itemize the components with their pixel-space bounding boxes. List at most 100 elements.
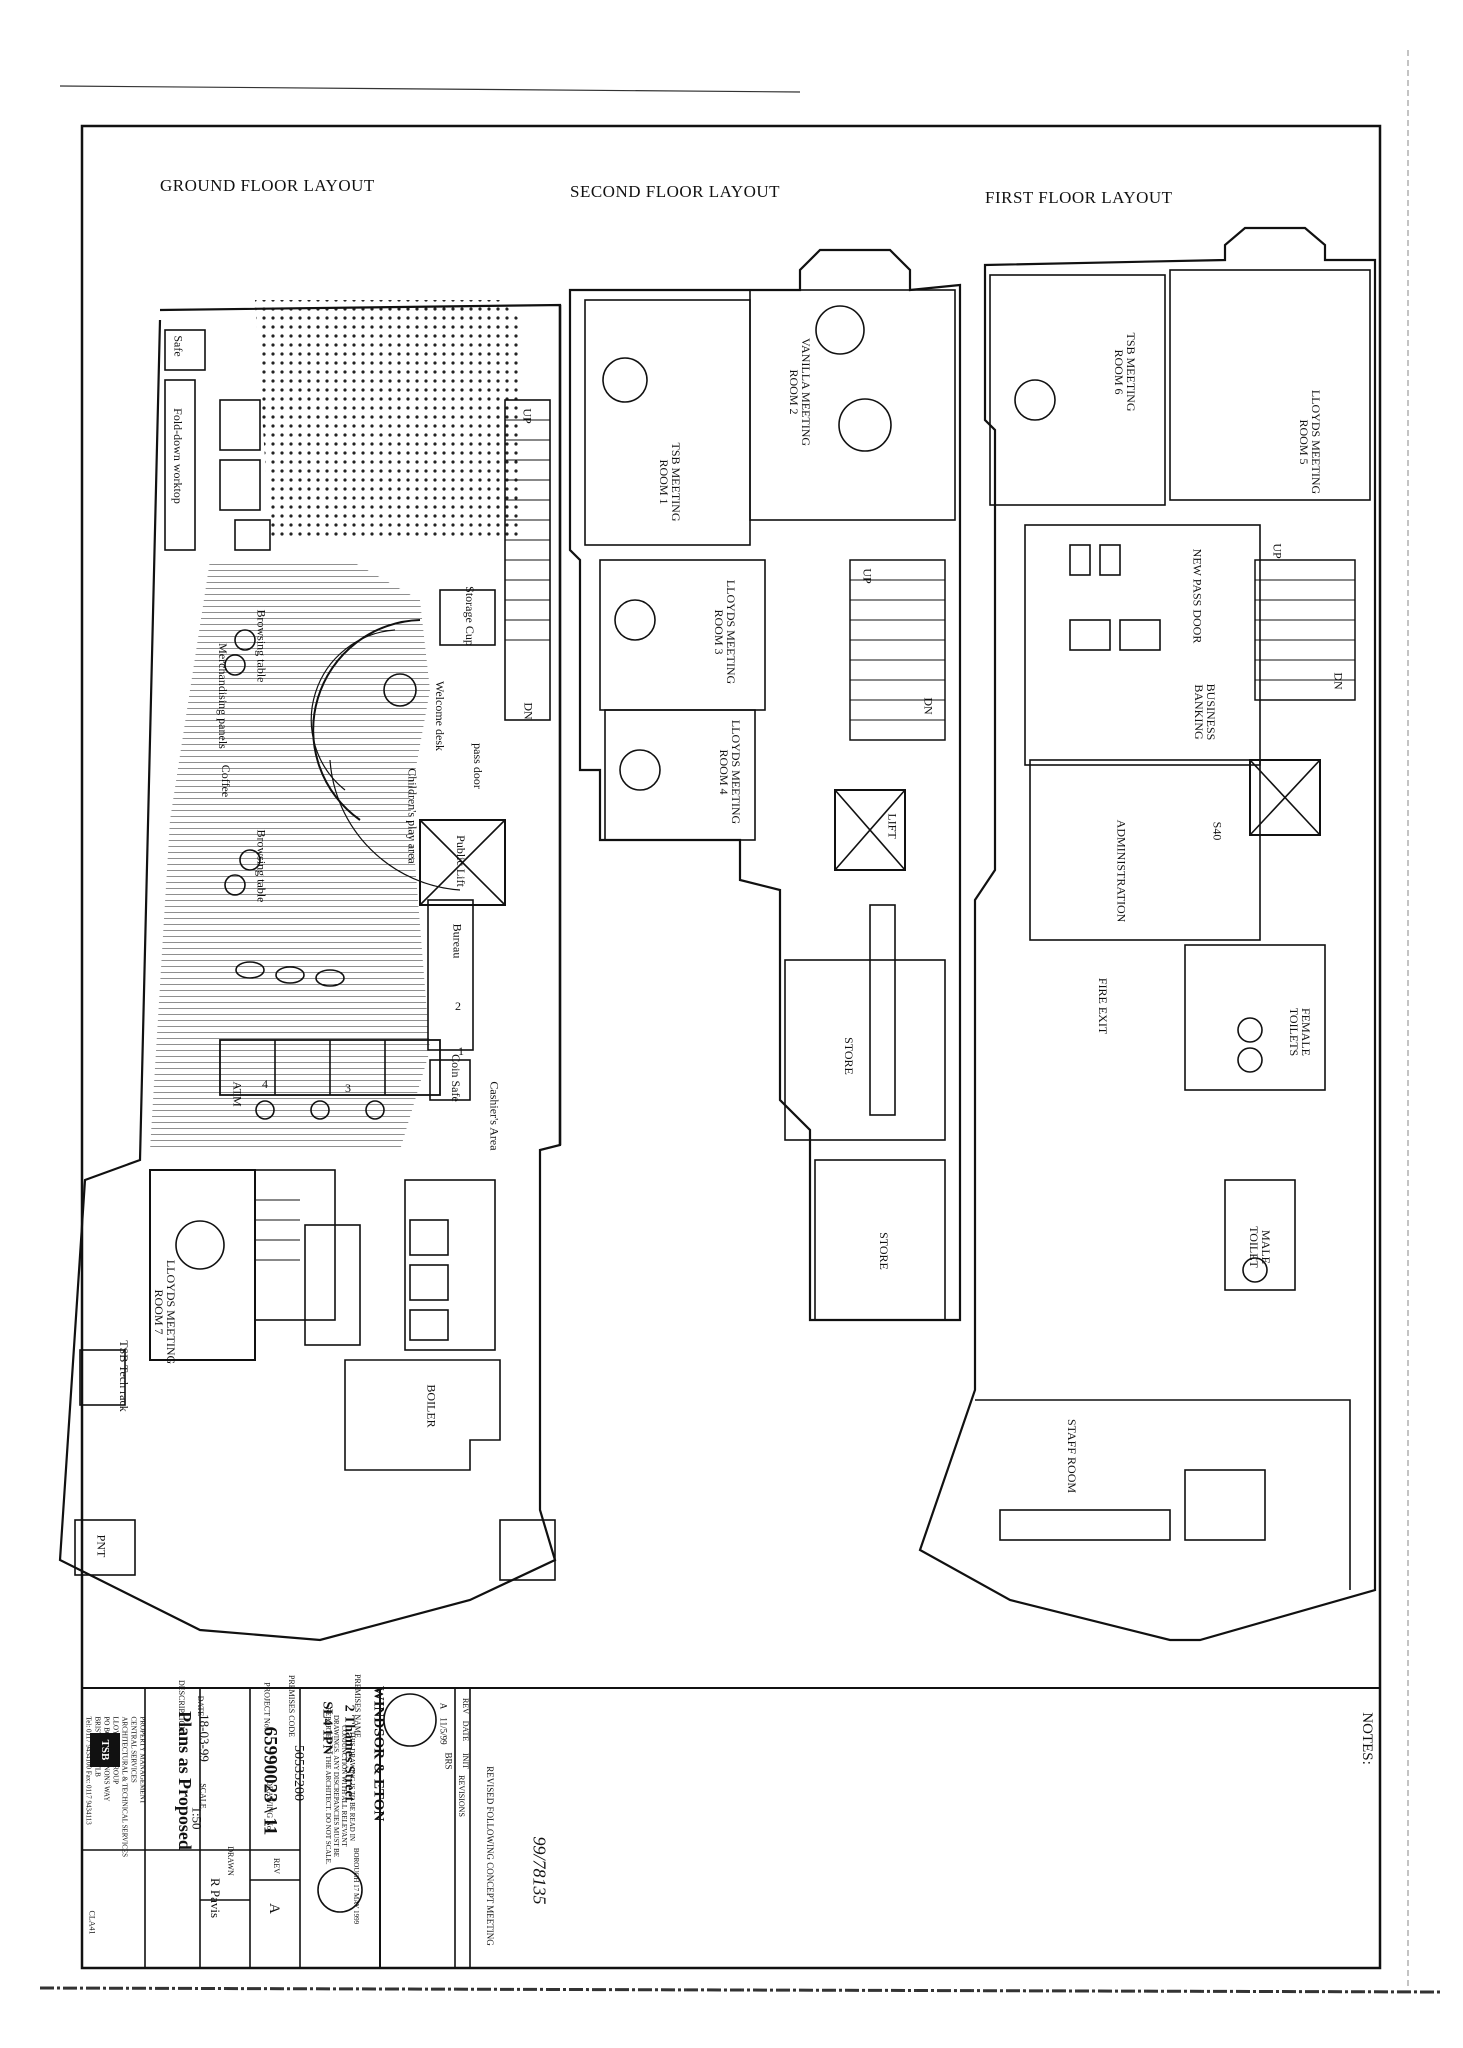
- welcome-desk-curve: [312, 619, 421, 821]
- welcome-desk-label: Welcome desk: [433, 680, 448, 752]
- store-1-walls: [784, 959, 946, 1141]
- wc-box: [499, 1519, 556, 1581]
- ground-floor-title: GROUND FLOOR LAYOUT: [160, 176, 375, 195]
- lloyds-meeting-room-4-walls: [604, 709, 756, 841]
- welcome-desk-chair: [383, 673, 417, 707]
- lloyds-meeting-room-3-label: LLOYDS MEETING ROOM 3: [712, 579, 738, 685]
- public-lift-label: Public Lift: [453, 835, 468, 887]
- browsing-table-label: Browsing table: [254, 609, 269, 683]
- staff-room-label: STAFF ROOM: [1065, 1418, 1080, 1494]
- scan-bottom-edge: [39, 1986, 1441, 1994]
- project-no-label: PROJECT No.: [262, 1682, 272, 1730]
- counter-number-4: 4: [262, 1077, 268, 1091]
- handwritten-reference: 99/78135: [529, 1836, 550, 1905]
- premises-code: 50535200: [291, 1745, 306, 1801]
- male-toilet-label: MALE TOILET: [1247, 1226, 1273, 1268]
- store-2-walls: [814, 1159, 946, 1321]
- business-banking-label: BUSINESS BANKING: [1192, 683, 1218, 741]
- atm-label: ATM: [230, 1081, 245, 1107]
- address-line-1: 2 Thames Street: [341, 1704, 357, 1802]
- lloyds-meeting-room-7-label: LLOYDS MEETING ROOM 7: [152, 1259, 178, 1365]
- administration-walls: [1029, 759, 1261, 941]
- scale-label: SCALE: [198, 1783, 208, 1809]
- childrens-play-area-label: Children's play area: [405, 768, 420, 864]
- storage-cupboard-outline: [439, 589, 496, 646]
- rev-label: REV: [272, 1858, 281, 1874]
- coin-safe-label: Coin Safe: [448, 1054, 463, 1102]
- date-value: 18-03-99: [196, 1714, 212, 1762]
- scan-edge-line: [59, 85, 801, 93]
- notes-label: NOTES:: [1358, 1712, 1375, 1765]
- second-outer-wall: [568, 248, 962, 1322]
- fold-down-worktop-label: Fold-down worktop: [170, 408, 185, 504]
- boiler-label: BOILER: [424, 1384, 439, 1428]
- new-pass-door-label: NEW PASS DOOR: [1190, 548, 1205, 644]
- store-label-1: STORE: [841, 1037, 856, 1075]
- address-line-2: SL4 1PN: [319, 1701, 335, 1755]
- public-lift-outline: [419, 819, 506, 906]
- ground-up-label: UP: [520, 408, 535, 424]
- revision-init: BRS: [443, 1752, 454, 1770]
- description-value: Plans as Proposed: [174, 1711, 195, 1850]
- lift-shaft: [834, 789, 906, 871]
- bureau-label: Bureau: [450, 923, 465, 959]
- safe-box: [164, 329, 206, 371]
- lloyds-meeting-room-5-walls: [1169, 269, 1371, 501]
- ground-floor-plan: [58, 300, 562, 1642]
- first-staircase: [1254, 559, 1356, 701]
- s40-label: S40: [1210, 821, 1225, 841]
- counter-number-3: 3: [345, 1081, 351, 1095]
- vanilla-meeting-room-2-walls: [749, 289, 956, 521]
- storage-cup-label: Storage Cup: [462, 586, 477, 646]
- coin-safe-box: [429, 1059, 471, 1101]
- pass-door-label: pass door: [470, 743, 485, 789]
- tsb-meeting-room-6-walls: [989, 274, 1166, 506]
- second-floor-plan: [568, 248, 962, 1322]
- rev-header-init: INIT: [461, 1753, 470, 1769]
- second-staircase: [849, 559, 946, 741]
- ground-staircase: [504, 399, 551, 721]
- stamp-text: BOROUGH 17 MAY 1999: [352, 1847, 361, 1925]
- lloyds-meeting-room-3-walls: [599, 559, 766, 711]
- back-staircase: [304, 1224, 361, 1346]
- planning-stamp: [317, 1867, 363, 1913]
- drawn-value: R Pavis: [208, 1877, 224, 1919]
- drawn-label: DRAWN: [225, 1846, 235, 1876]
- browsing-table-label-2: Browsing table: [254, 829, 269, 903]
- revision-date: 11/5/99: [438, 1717, 449, 1745]
- store-label-2: STORE: [876, 1232, 891, 1270]
- female-toilets-walls: [1184, 944, 1326, 1091]
- coffee-label: Coffee: [219, 764, 234, 798]
- tsb-meeting-room-1-label: TSB MEETING ROOM 1: [657, 442, 683, 522]
- lloyds-meeting-room-4-label: LLOYDS MEETING ROOM 4: [717, 719, 743, 825]
- rev-header-rev: REV: [461, 1698, 470, 1714]
- administration-label: ADMINISTRATION: [1114, 819, 1129, 923]
- meeting-table: [175, 1220, 225, 1270]
- rev-value: A: [265, 1903, 282, 1914]
- second-up-label: UP: [860, 568, 875, 584]
- second-floor-title: SECOND FLOOR LAYOUT: [570, 182, 781, 201]
- merchandising-panels-label: Merchandising panels: [215, 643, 230, 749]
- form-code: CLA41: [87, 1910, 97, 1935]
- first-outer-wall: [918, 226, 1377, 1642]
- premises-name: WINDSOR & ETON: [370, 1685, 387, 1822]
- second-dn-label: DN: [921, 697, 936, 715]
- vanilla-meeting-room-2-label: VANILLA MEETING ROOM 2: [787, 337, 813, 447]
- safe-label: Safe: [171, 335, 186, 357]
- first-up-label: UP: [1270, 543, 1285, 559]
- title-block-frame: [81, 1687, 1381, 1969]
- fire-exit-label: FIRE EXIT: [1096, 977, 1111, 1035]
- tech-rack-box: [79, 1349, 126, 1406]
- first-floor-title: FIRST FLOOR LAYOUT: [985, 188, 1173, 207]
- lift-label: LIFT: [885, 813, 900, 839]
- lloyds-meeting-room-5-label: LLOYDS MEETING ROOM 5: [1297, 389, 1323, 495]
- bureau-booth: [427, 899, 474, 1051]
- business-banking-walls: [1024, 524, 1261, 766]
- first-floor-plan: [918, 226, 1377, 1642]
- premises-code-label: PREMISES CODE: [287, 1674, 297, 1738]
- revision-rev: A: [438, 1702, 449, 1710]
- cashiers-area-label: Cashier's Area: [487, 1081, 502, 1151]
- first-dn-label: DN: [1331, 672, 1346, 690]
- rev-header-revisions: REVISIONS: [456, 1775, 466, 1817]
